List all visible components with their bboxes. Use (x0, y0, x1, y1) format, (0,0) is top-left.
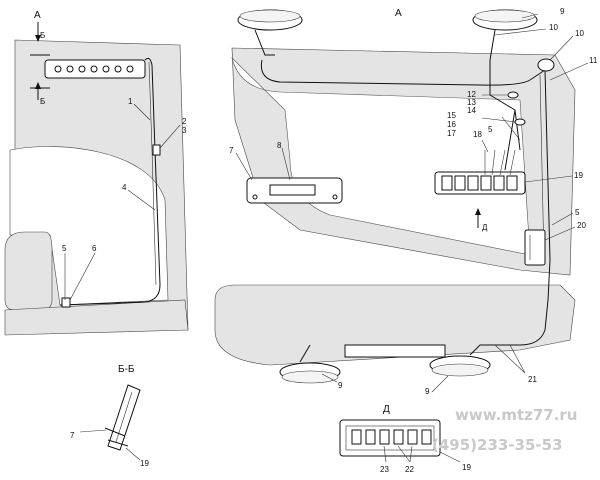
connector-15 (514, 118, 526, 126)
watermark-phone: (495)233-35-53 (432, 436, 563, 454)
view-a-marker: А (395, 8, 402, 19)
cab-cutout (9, 146, 169, 306)
view-d: Д 23 22 19 (339, 404, 471, 474)
view-d-title: Д (383, 404, 390, 415)
callout-3: 3 (182, 126, 187, 135)
switch-row-left (54, 65, 134, 73)
section-bb-view: Б-Б 7 19 (70, 364, 149, 468)
view-d-panel (339, 419, 441, 457)
panel-8-window (269, 184, 316, 196)
callout-5-top: 5 (488, 125, 493, 134)
floor-outline (4, 299, 189, 336)
callout-5-left: 5 (62, 244, 67, 253)
connector-10 (537, 58, 555, 72)
panel-19-switches (441, 175, 518, 191)
harness-roof-down-2 (539, 74, 545, 261)
callout-5-right: 5 (575, 208, 580, 217)
callout-22: 22 (405, 465, 414, 474)
callout-11: 11 (589, 56, 598, 65)
tank-outline (4, 231, 53, 311)
callout-17: 17 (447, 129, 456, 138)
harness-left (59, 57, 161, 306)
callout-13: 13 (467, 98, 476, 107)
harness-roof (260, 59, 546, 86)
relay-block-20 (524, 229, 546, 266)
switch-panel-top-left (44, 59, 146, 79)
callout-16: 16 (447, 120, 456, 129)
callout-14: 14 (467, 106, 476, 115)
clamp-2 (152, 144, 161, 156)
view-a-marker-left: А (34, 10, 41, 21)
headlamp-top-right (472, 9, 538, 61)
panel-19-leads (484, 149, 516, 176)
callout-8: 8 (277, 141, 282, 150)
callout-7-bb: 7 (70, 431, 75, 440)
view-d-panel-inner (345, 425, 435, 451)
panel-19 (434, 171, 526, 195)
callout-10-b: 10 (575, 29, 584, 38)
section-marker-bottom: Б (40, 97, 45, 106)
bottom-bracket (344, 344, 446, 358)
callout-2: 2 (182, 117, 187, 126)
harness-branch (489, 60, 521, 171)
callout-23: 23 (380, 465, 389, 474)
headlamp-top-left (237, 9, 303, 56)
section-bb-title: Б-Б (118, 364, 135, 375)
callout-10-a: 10 (549, 23, 558, 32)
callout-4: 4 (122, 183, 127, 192)
harness-left-inner (148, 61, 157, 286)
harness-roof-down (480, 69, 551, 346)
view-a: А (214, 7, 598, 396)
connector-12 (507, 91, 519, 99)
callout-7-a: 7 (229, 146, 234, 155)
callout-9-top: 9 (560, 7, 565, 16)
section-bb-bracket (104, 427, 129, 447)
section-arrowhead-top (35, 35, 41, 42)
section-marker-top: Б (40, 31, 45, 40)
callout-19-bb: 19 (140, 459, 149, 468)
headlamp-bottom-right (429, 344, 491, 377)
view-d-marker: Д (482, 223, 488, 232)
callout-9-bottom-right: 9 (425, 387, 430, 396)
clamp-6 (61, 297, 71, 308)
callout-21: 21 (528, 375, 537, 384)
callout-19-d: 19 (462, 463, 471, 472)
callout-1: 1 (128, 97, 133, 106)
callout-6: 6 (92, 244, 97, 253)
callout-12: 12 (467, 90, 476, 99)
callout-19-a: 19 (574, 171, 583, 180)
roof-recess (231, 57, 531, 256)
callout-9-bottom-left: 9 (338, 381, 343, 390)
headlamp-bottom-left (279, 344, 341, 384)
view-d-arrowhead (475, 208, 481, 215)
callout-15: 15 (447, 111, 456, 120)
callout-18: 18 (473, 130, 482, 139)
section-arrowhead-bottom (35, 82, 41, 89)
watermark-url: www.mtz77.ru (455, 406, 578, 424)
left-cab-view: А Б Б 1 2 3 4 5 6 (4, 10, 189, 336)
view-d-switches (351, 429, 432, 445)
callout-20: 20 (577, 221, 586, 230)
